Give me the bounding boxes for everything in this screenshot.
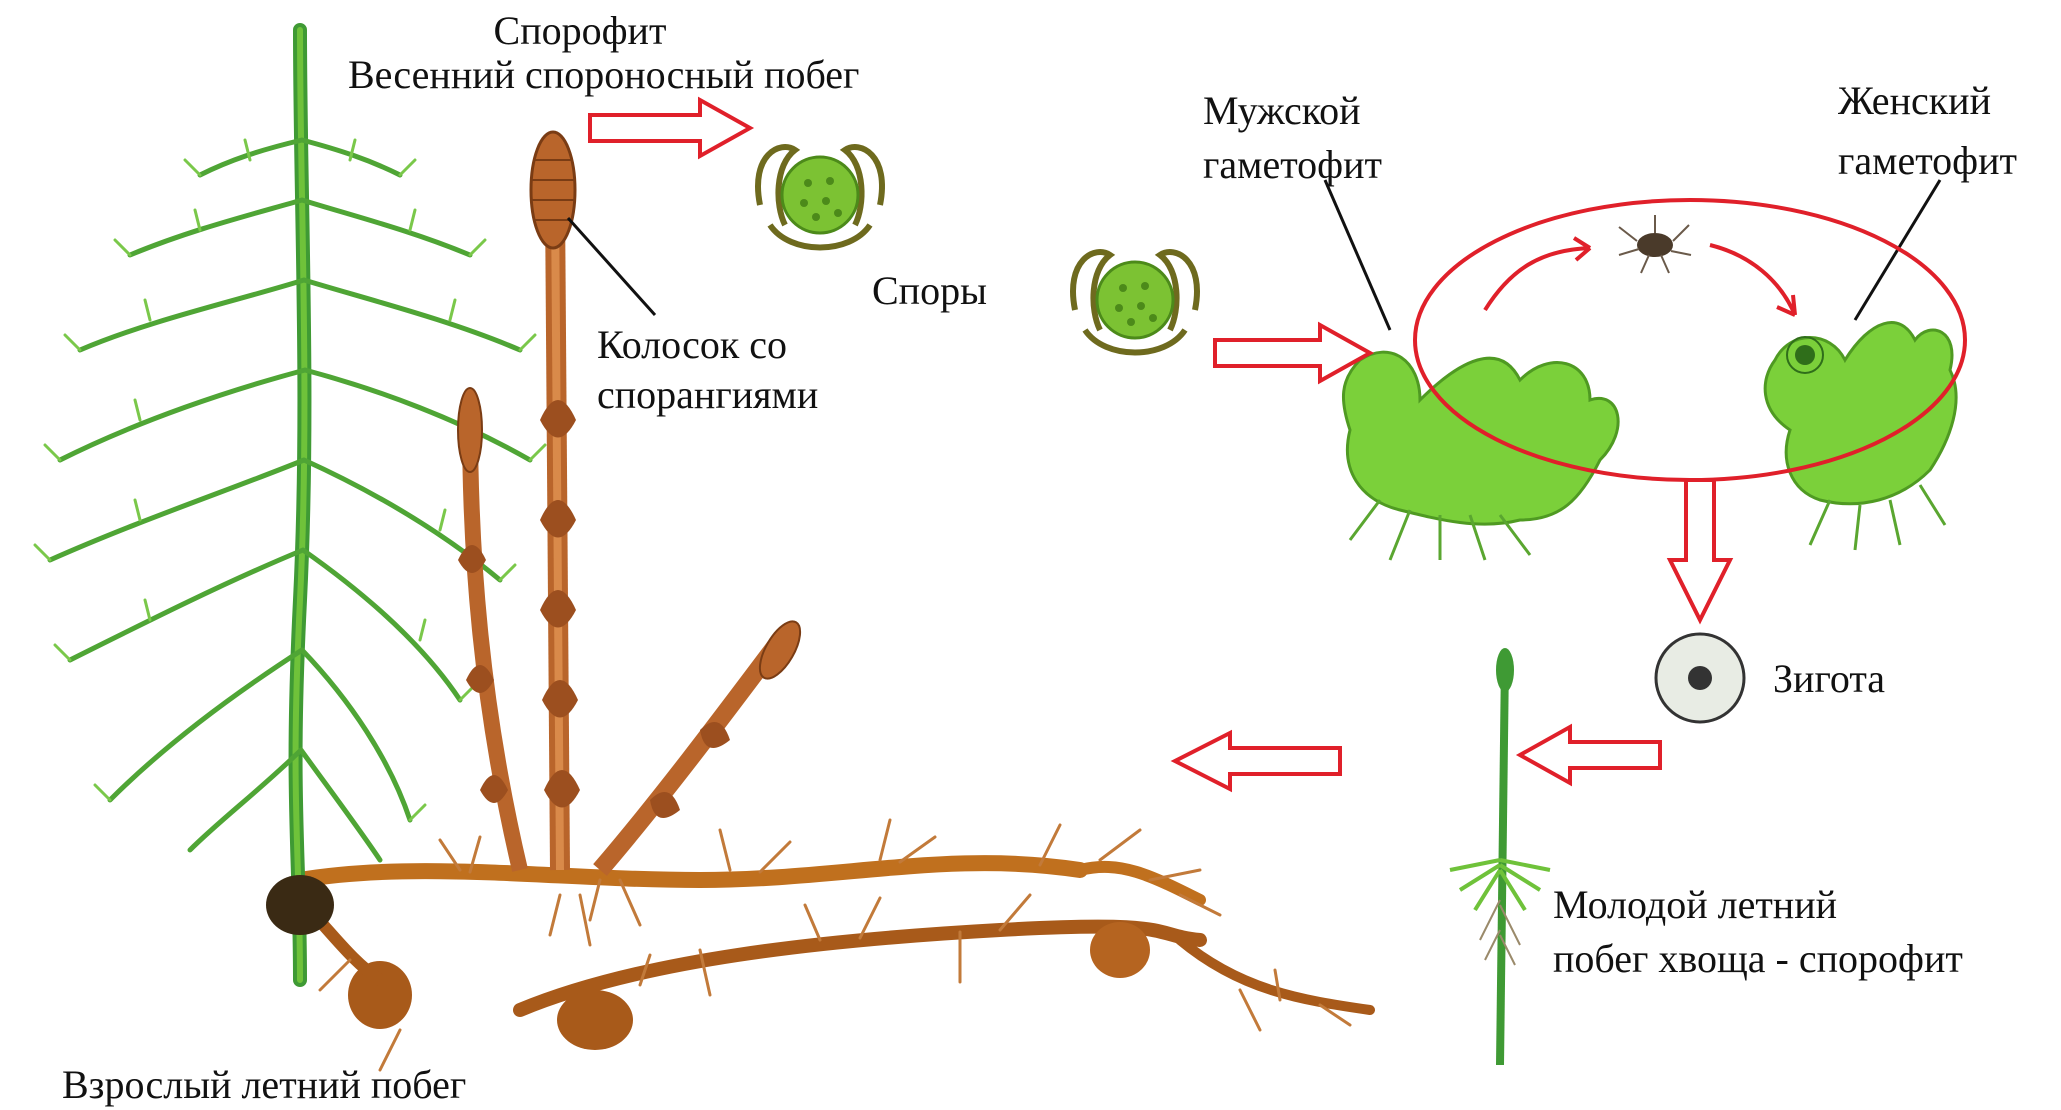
- sperm-arrow-in: [1485, 248, 1590, 310]
- label-zygote: Зигота: [1773, 656, 1885, 702]
- spring-shoot-tall: [540, 200, 580, 870]
- label-spores: Споры: [872, 268, 987, 314]
- label-young-line2: побег хвоща - спорофит: [1553, 936, 1963, 982]
- rhizome: [300, 820, 1370, 1070]
- spring-shoot-short: [458, 388, 520, 870]
- zygote: [1656, 634, 1744, 722]
- female-gametophyte: [1765, 323, 1956, 550]
- spore-top: [758, 147, 882, 247]
- young-summer-shoot: [1450, 648, 1550, 1065]
- arrow-spring-shoot-to-spores: [590, 100, 750, 156]
- spore-middle: [1073, 252, 1197, 352]
- arrow-spores-to-gametophyte: [1215, 325, 1370, 381]
- label-young-line1: Молодой летний: [1553, 882, 1837, 928]
- label-sporophyte: Спорофит: [480, 8, 680, 54]
- label-male-line2: гаметофит: [1203, 142, 1382, 188]
- spring-shoot-leaning: [600, 615, 808, 870]
- arrow-young-shoot-to-adult: [1175, 733, 1340, 789]
- label-female-line1: Женский: [1838, 78, 1991, 124]
- arrow-gametophyte-to-zygote: [1670, 480, 1730, 620]
- arrow-zygote-to-young-shoot: [1520, 727, 1660, 783]
- label-adult-shoot: Взрослый летний побег: [62, 1062, 466, 1108]
- sperm-arrow-out: [1710, 245, 1795, 315]
- label-female-line2: гаметофит: [1838, 138, 2017, 184]
- label-male-line1: Мужской: [1203, 88, 1361, 134]
- label-spring-shoot: Весенний спороносный побег: [348, 52, 859, 98]
- male-gametophyte-pointer-line: [1325, 180, 1390, 330]
- spikelet-pointer-line: [568, 218, 655, 315]
- sperm-cell: [1619, 215, 1691, 273]
- label-spikelet-line2: спорангиями: [597, 372, 818, 418]
- male-gametophyte: [1343, 352, 1618, 560]
- label-spikelet-line1: Колосок со: [597, 322, 787, 368]
- spikelet-with-sporangia: [531, 132, 575, 248]
